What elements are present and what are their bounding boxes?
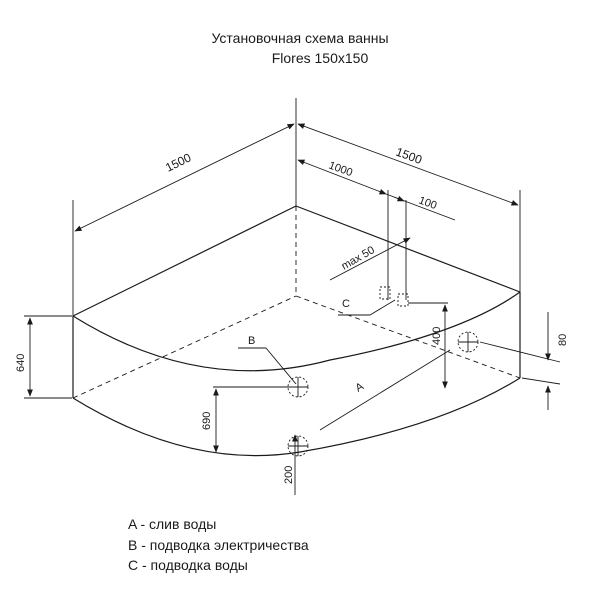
dim-80-label: 80	[557, 334, 569, 346]
marker-b-label: B	[248, 335, 255, 347]
dim-690: 690	[201, 386, 288, 453]
dim-200-label: 200	[283, 466, 295, 484]
water-supply-c: C	[338, 286, 409, 316]
drain-a: A	[287, 331, 479, 457]
bathtub-top-rim	[72, 205, 521, 372]
electricity-b: B	[238, 335, 309, 398]
marker-a-label: A	[354, 380, 367, 394]
dim-690-label: 690	[201, 412, 213, 430]
marker-c-label: C	[342, 298, 350, 310]
dim-80: 80	[479, 312, 569, 410]
legend-item-b: B - подводка электричества	[128, 537, 309, 553]
dim-1000-100: 1000 100	[297, 160, 456, 221]
extension-lines	[72, 98, 521, 316]
dim-640: 640	[15, 315, 72, 399]
diagram-title: Установочная схема ванны	[211, 30, 389, 46]
legend-item-a: A - слив воды	[128, 516, 217, 532]
dim-400: 400	[408, 302, 448, 389]
dim-right-1500-label: 1500	[394, 145, 424, 167]
dim-200: 200	[283, 434, 298, 495]
dim-640-label: 640	[15, 354, 27, 372]
dim-400-label: 400	[431, 327, 443, 345]
dim-max50: max 50	[329, 237, 411, 281]
bathtub-body	[72, 206, 521, 457]
dim-left-1500: 1500	[74, 123, 295, 232]
legend-item-c: C - подводка воды	[128, 557, 248, 573]
diagram-subtitle: Flores 150x150	[271, 50, 369, 66]
dim-left-1500-label: 1500	[163, 150, 193, 174]
dim-100-label: 100	[417, 195, 438, 213]
